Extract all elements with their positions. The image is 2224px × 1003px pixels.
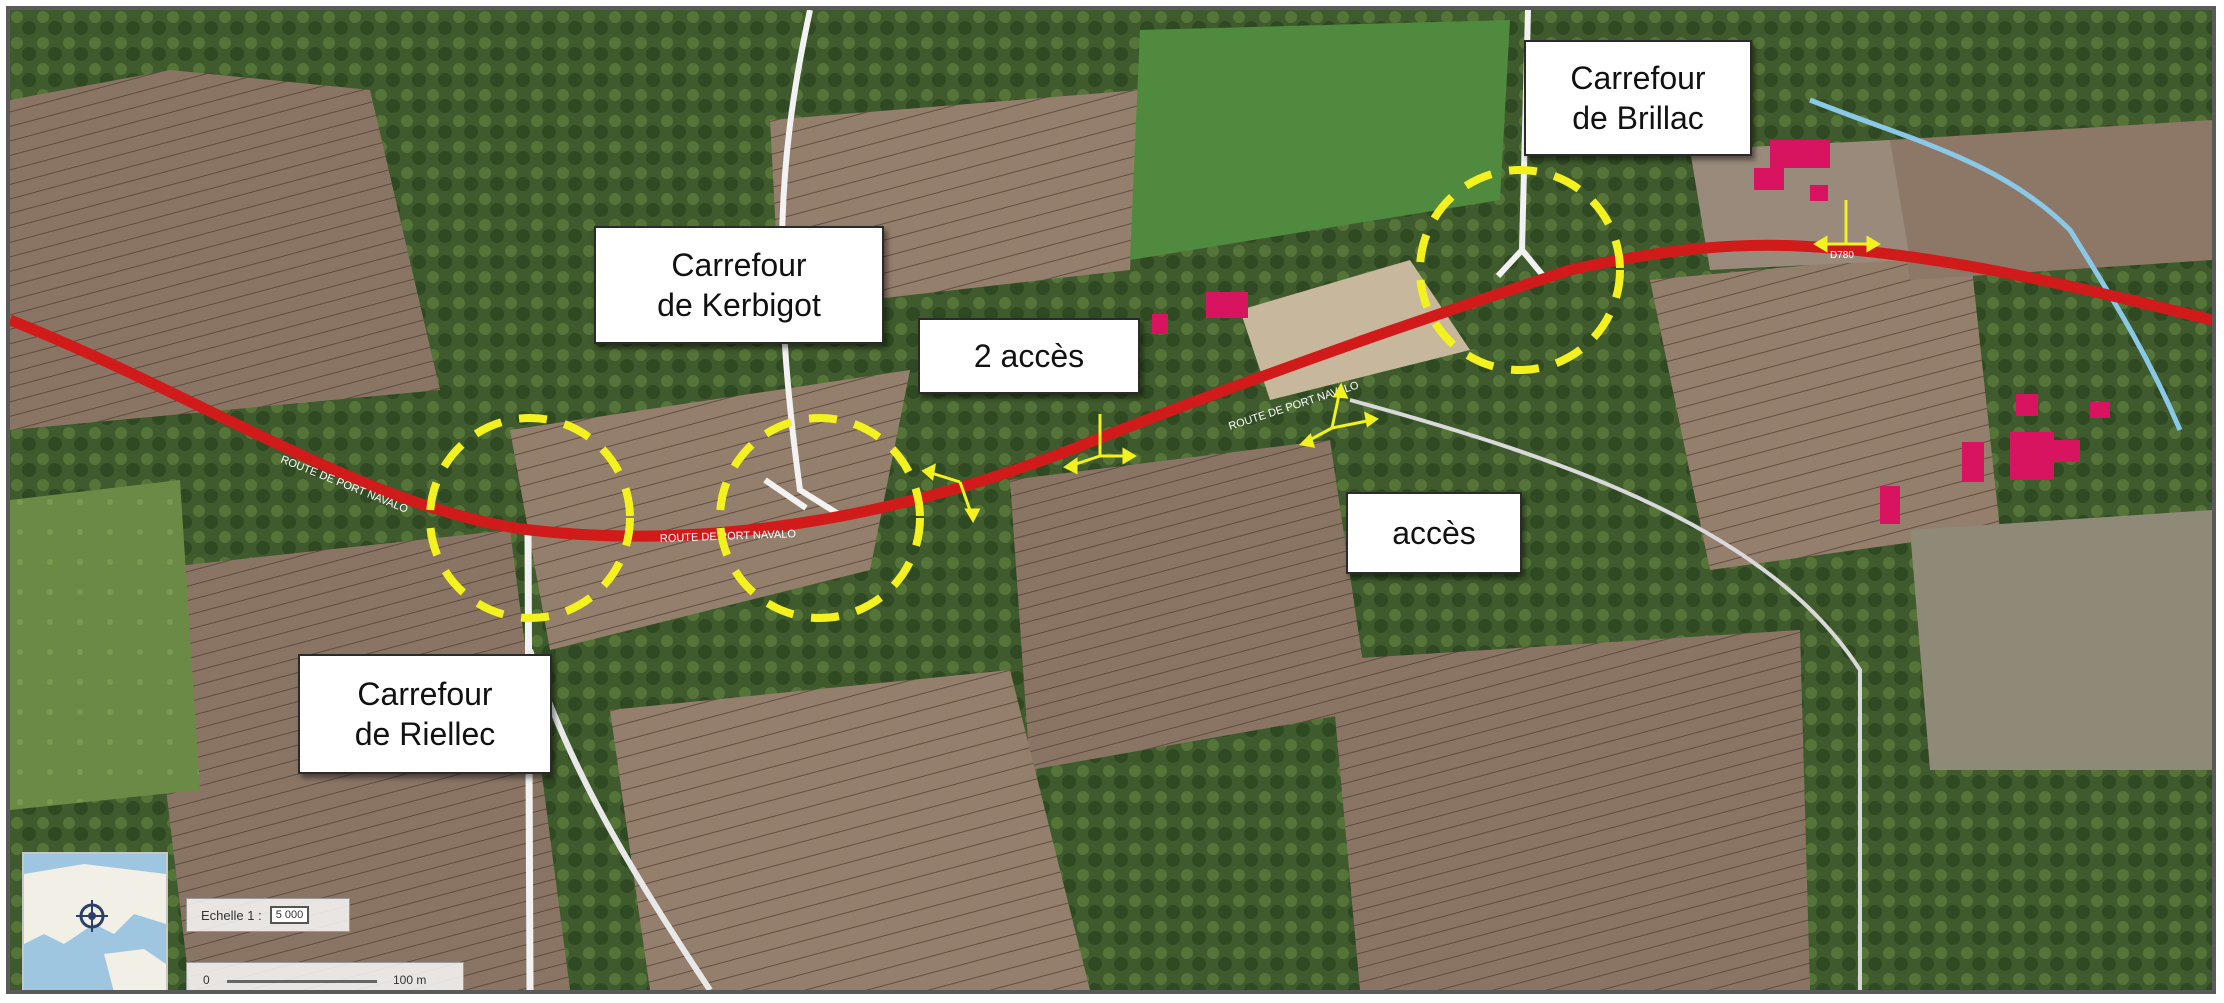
road-kerbigot-branch (763, 477, 808, 511)
callout-carrefour-brillac: Carrefour de Brillac (1524, 40, 1752, 156)
callout-carrefour-kerbigot: Carrefour de Kerbigot (594, 226, 884, 344)
scale-value: 5 000 (269, 906, 310, 924)
scale-zero: 0 (203, 973, 210, 987)
building (2054, 440, 2080, 462)
callout-carrefour-riellec: Carrefour de Riellec (298, 654, 552, 774)
callout-line: Carrefour (357, 676, 493, 712)
callout-acces: accès (1346, 492, 1522, 574)
callout-line: Carrefour (671, 247, 807, 283)
scale-bar: 0 100 m (186, 962, 464, 990)
bare-ground (1690, 140, 1910, 270)
highlight-circle-riellec (426, 414, 634, 622)
building (1754, 168, 1784, 190)
callout-line: de Kerbigot (657, 287, 821, 323)
field-parcel (10, 70, 440, 430)
aerial-map: ROUTE DE PORT NAVALO ROUTE DE PORT NAVAL… (10, 10, 2212, 990)
scale-ratio: Echelle 1 : 5 000 (186, 898, 350, 932)
road-brillac-branch (1495, 247, 1525, 279)
scale-label: Echelle 1 : (201, 907, 262, 923)
callout-line: accès (1392, 515, 1476, 551)
road-label: ROUTE DE PORT NAVALO (660, 528, 797, 545)
field-parcel (1650, 250, 2000, 570)
access-arrow-kerbigot (921, 463, 981, 524)
building (1962, 442, 1984, 482)
callout-line: Carrefour (1570, 60, 1706, 96)
road-code: D780 (1830, 250, 1854, 261)
meadow (1130, 20, 1510, 260)
callout-line: 2 accès (973, 338, 1085, 374)
building (1880, 486, 1900, 524)
field-parcel (1010, 440, 1370, 770)
scale-bar-line (227, 980, 377, 983)
field-parcel (610, 670, 1090, 990)
inset-map-graphic (24, 854, 166, 990)
meadow (10, 480, 200, 810)
building (1206, 292, 1248, 318)
scale-distance: 100 m (393, 973, 427, 987)
highlight-circle-kerbigot (716, 414, 924, 622)
building (2090, 402, 2110, 418)
overview-inset-map[interactable] (22, 852, 168, 990)
main-road-d780 (10, 239, 2212, 542)
callout-line: de Riellec (354, 716, 496, 752)
building (2016, 394, 2038, 416)
river (1809, 97, 2183, 431)
building (2010, 432, 2054, 480)
building (1810, 185, 1828, 201)
local-road (1349, 398, 1862, 990)
building (1152, 314, 1168, 334)
building (1770, 140, 1830, 168)
highlight-circle-brillac (1416, 166, 1624, 374)
access-arrow-acces (1298, 382, 1379, 448)
field-parcel (1330, 630, 1810, 990)
access-arrow-brillac (1813, 200, 1881, 253)
map-frame: ROUTE DE PORT NAVALO ROUTE DE PORT NAVAL… (6, 6, 2216, 994)
callout-deux-acces: 2 accès (918, 318, 1140, 394)
callout-line: de Brillac (1572, 100, 1704, 136)
access-arrow-deux-acces (1063, 414, 1137, 475)
meadow (1910, 510, 2212, 770)
